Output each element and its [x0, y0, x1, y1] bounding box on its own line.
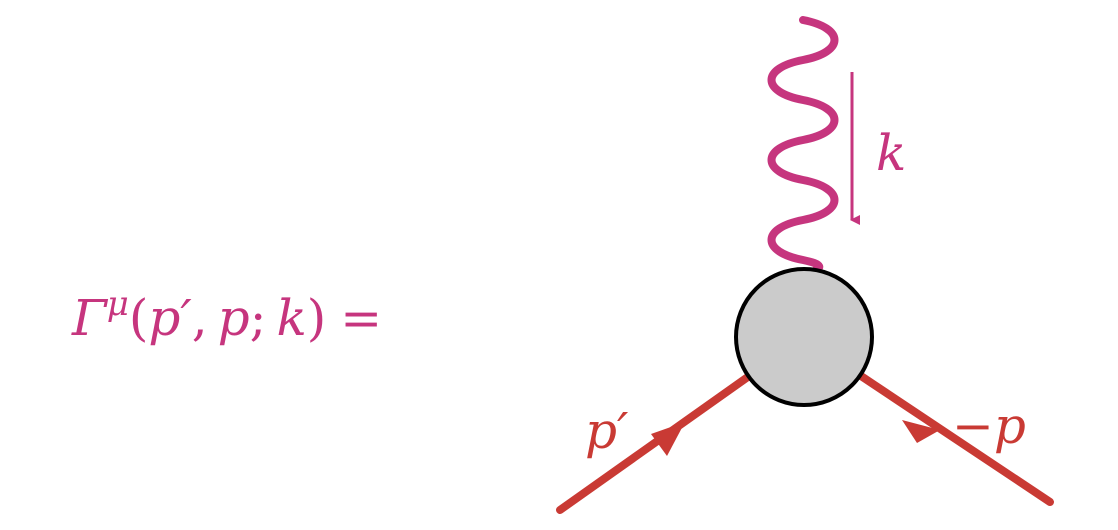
mu-superscript: μ: [107, 284, 129, 324]
outgoing-fermion-line: [854, 370, 1054, 506]
vertex-function-equation: Γμ(p′,p;k)=: [71, 284, 382, 347]
semicolon-separator: ;: [250, 289, 267, 347]
equals-sign: =: [340, 289, 382, 347]
p-argument: p: [218, 289, 250, 347]
incoming-momentum-label: p′: [585, 402, 629, 460]
photon-wavy-line: [767, 16, 839, 278]
comma-separator: ,: [192, 289, 208, 347]
gamma-symbol: Γ: [71, 289, 109, 347]
photon-momentum-label: k: [876, 124, 906, 182]
open-paren: (: [129, 289, 149, 347]
k-argument: k: [276, 289, 306, 347]
incoming-fermion-arrow: [651, 422, 685, 456]
incoming-fermion-line: [556, 370, 756, 514]
close-paren: ): [307, 289, 327, 347]
p-prime-argument: p′: [148, 289, 192, 347]
outgoing-fermion-arrow: [902, 420, 940, 443]
vertex-blob: [734, 267, 874, 407]
outgoing-momentum-label: −p: [952, 397, 1026, 455]
